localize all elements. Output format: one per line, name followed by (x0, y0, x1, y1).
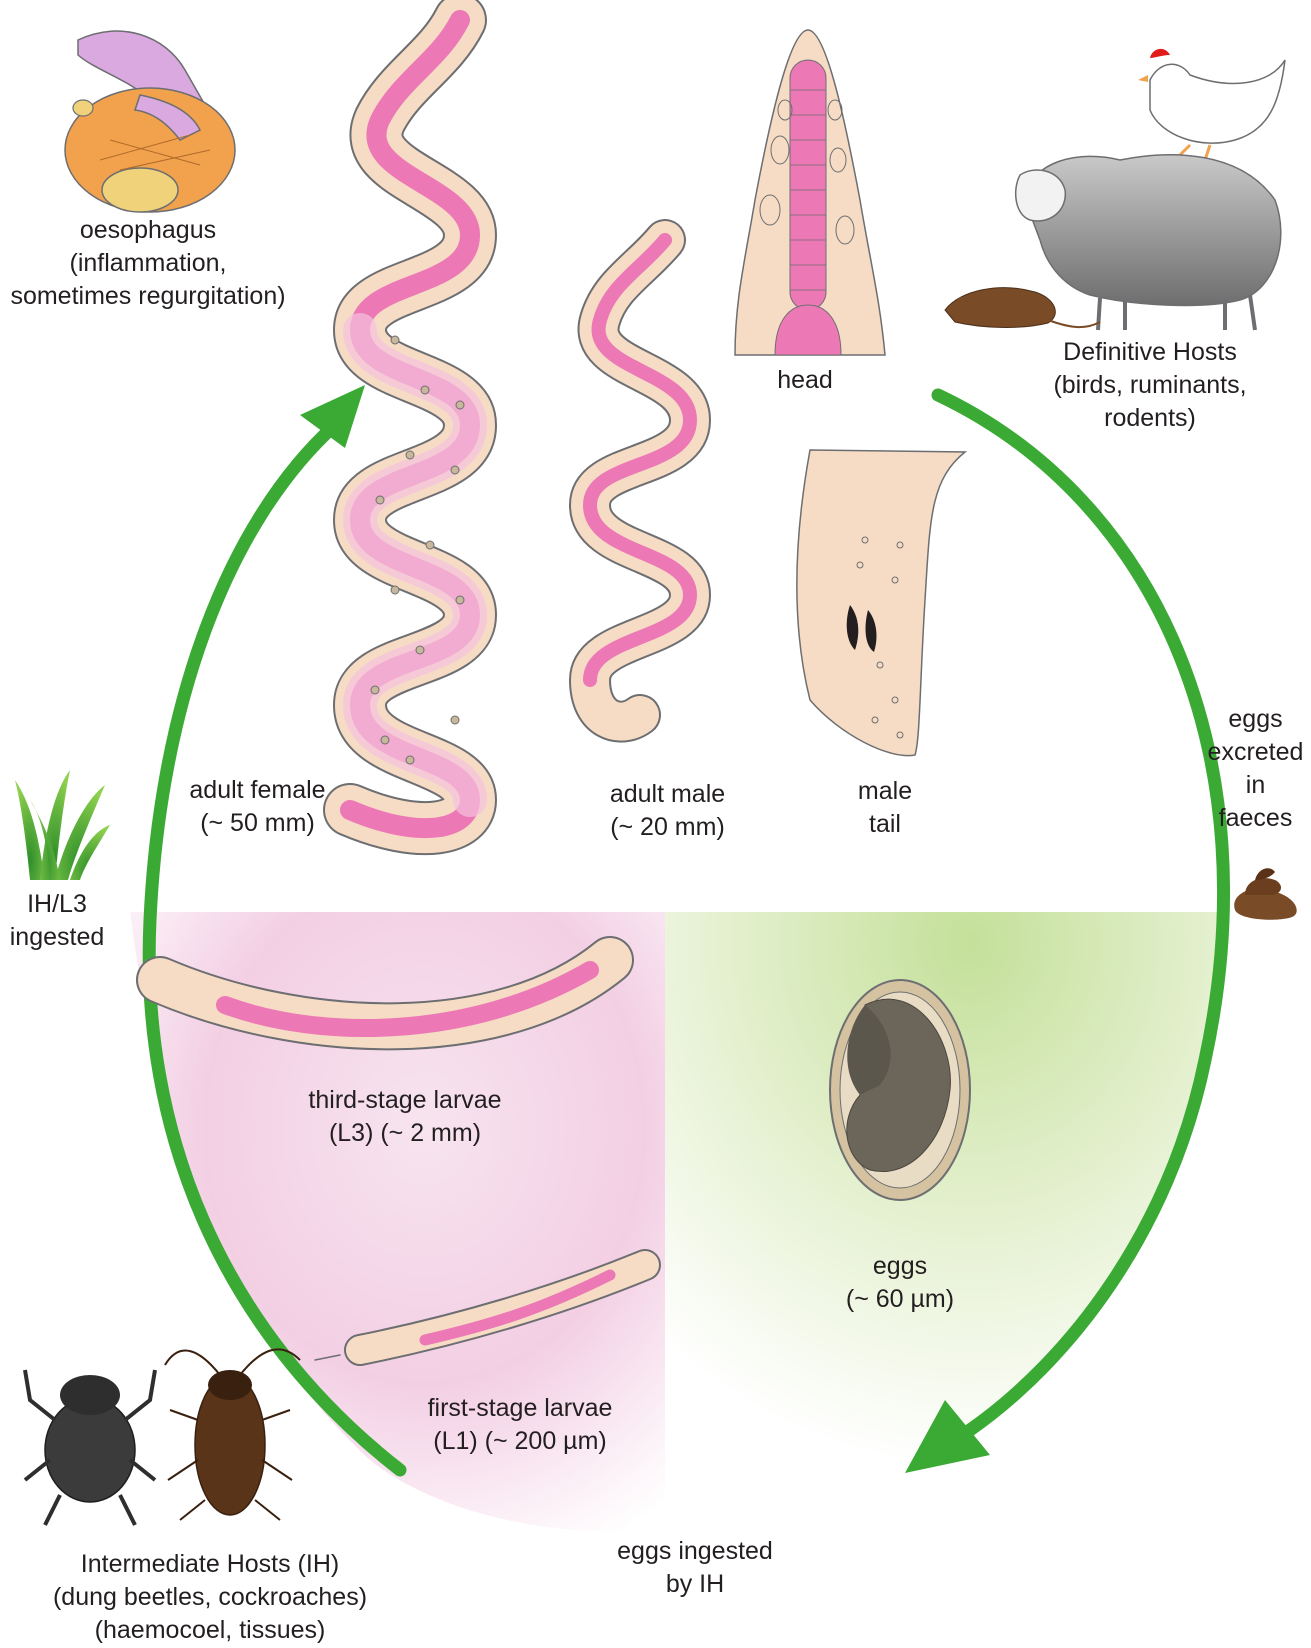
label-eggs: eggs (~ 60 µm) (835, 1250, 965, 1316)
label-eggs-excreted: eggs excreted in faeces (1200, 703, 1311, 835)
dung-beetle-icon (25, 1370, 155, 1525)
label-eggs-ingested: eggs ingested by IH (600, 1535, 790, 1601)
arrow-head-adult (300, 385, 365, 448)
label-definitive-hosts: Definitive Hosts (birds, ruminants, rode… (1040, 336, 1260, 435)
label-adult-male-line: (~ 20 mm) (595, 811, 740, 844)
sheep-icon (1016, 155, 1281, 330)
label-eggs-excreted-line: faeces (1200, 802, 1311, 835)
label-oesophagus-line: sometimes regurgitation) (0, 280, 296, 313)
label-definitive-hosts-line: rodents) (1040, 402, 1260, 435)
egg-illustration (830, 980, 970, 1200)
label-eggs-ingested-line: eggs ingested (600, 1535, 790, 1568)
label-adult-male: adult male (~ 20 mm) (595, 778, 740, 844)
label-adult-male-line: adult male (595, 778, 740, 811)
head-illustration (735, 30, 885, 355)
label-eggs-excreted-line: eggs (1200, 703, 1311, 736)
label-eggs-line: (~ 60 µm) (835, 1283, 965, 1316)
label-intermediate-hosts-line: (dung beetles, cockroaches) (35, 1581, 385, 1614)
label-eggs-excreted-line: excreted (1200, 736, 1311, 769)
label-head: head (760, 364, 850, 397)
rat-icon (945, 288, 1100, 328)
label-eggs-line: eggs (835, 1250, 965, 1283)
label-intermediate-hosts-line: Intermediate Hosts (IH) (35, 1548, 385, 1581)
label-oesophagus: oesophagus (inflammation, sometimes regu… (0, 214, 296, 313)
label-ih-l3-line: ingested (0, 921, 114, 954)
label-first-stage-larvae: first-stage larvae (L1) (~ 200 µm) (415, 1392, 625, 1458)
label-male-tail: male tail (845, 775, 925, 841)
label-adult-female-line: adult female (175, 774, 340, 807)
label-definitive-hosts-line: Definitive Hosts (1040, 336, 1260, 369)
adult-female-worm (350, 20, 470, 828)
label-third-stage-line: (L3) (~ 2 mm) (295, 1117, 515, 1150)
label-first-stage-line: first-stage larvae (415, 1392, 625, 1425)
label-oesophagus-line: oesophagus (0, 214, 296, 247)
label-third-stage-larvae: third-stage larvae (L3) (~ 2 mm) (295, 1084, 515, 1150)
label-third-stage-line: third-stage larvae (295, 1084, 515, 1117)
male-tail-illustration (797, 450, 965, 756)
chicken-icon (1138, 49, 1285, 160)
label-ih-l3-ingested: IH/L3 ingested (0, 888, 114, 954)
cockroach-icon (165, 1349, 300, 1520)
label-eggs-ingested-line: by IH (600, 1568, 790, 1601)
label-adult-female: adult female (~ 50 mm) (175, 774, 340, 840)
label-intermediate-hosts-line: (haemocoel, tissues) (35, 1614, 385, 1647)
label-definitive-hosts-line: (birds, ruminants, (1040, 369, 1260, 402)
faeces-icon (1234, 868, 1296, 919)
label-eggs-excreted-line: in (1200, 769, 1311, 802)
label-male-tail-line: male (845, 775, 925, 808)
label-head-text: head (760, 364, 850, 397)
oesophagus-illustration (65, 31, 235, 212)
label-ih-l3-line: IH/L3 (0, 888, 114, 921)
grass-icon (15, 770, 110, 880)
label-first-stage-line: (L1) (~ 200 µm) (415, 1425, 625, 1458)
label-oesophagus-line: (inflammation, (0, 247, 296, 280)
label-male-tail-line: tail (845, 808, 925, 841)
label-intermediate-hosts: Intermediate Hosts (IH) (dung beetles, c… (35, 1548, 385, 1647)
adult-male-worm (590, 240, 690, 722)
label-adult-female-line: (~ 50 mm) (175, 807, 340, 840)
